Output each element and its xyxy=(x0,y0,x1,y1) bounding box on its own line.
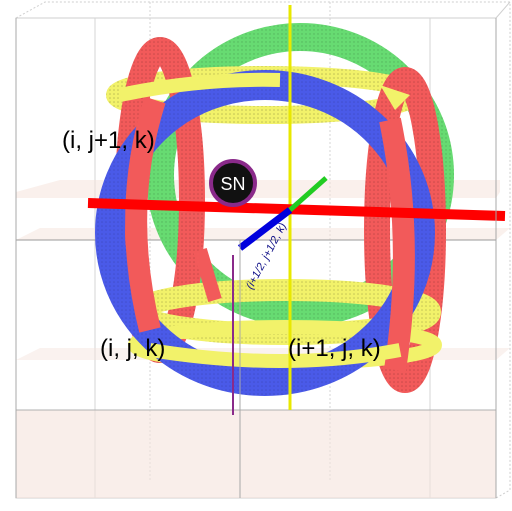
z-axis xyxy=(237,207,293,251)
red-ring-front-parts xyxy=(125,96,415,372)
green-axis xyxy=(288,176,328,212)
label-bottom-right: (i+1, j, k) xyxy=(288,335,381,362)
sn-badge-label: SN xyxy=(220,174,245,194)
yellow-ring-front-parts xyxy=(118,72,410,368)
x-axis xyxy=(87,198,506,221)
axes xyxy=(87,5,506,415)
label-bottom-left: (i, j, k) xyxy=(100,335,165,362)
sn-badge: SN xyxy=(209,159,257,207)
label-top-left: (i, j+1, k) xyxy=(62,127,155,154)
front-cube-wireframe xyxy=(15,18,497,498)
